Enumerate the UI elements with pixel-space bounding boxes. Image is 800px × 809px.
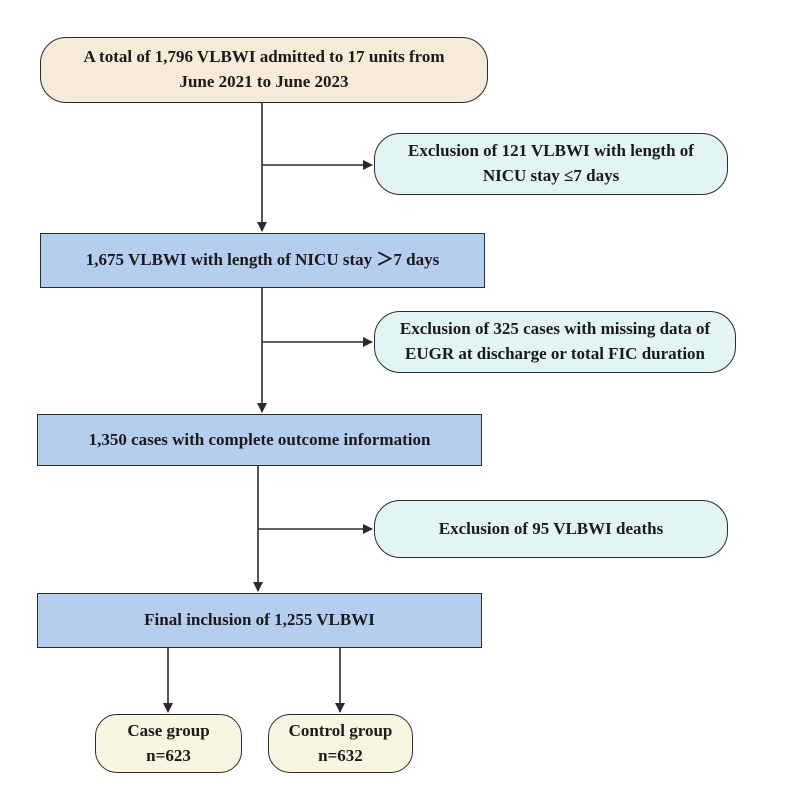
case-group-label: Case group bbox=[127, 720, 210, 740]
control-group-count: n=632 bbox=[318, 745, 363, 765]
exclusion-box-3: Exclusion of 95 VLBWI deaths bbox=[374, 500, 728, 558]
step-box-1-text: 1,675 VLBWI with length of NICU stay ＞7 … bbox=[85, 250, 440, 270]
step-box-1: 1,675 VLBWI with length of NICU stay ＞7 … bbox=[40, 233, 485, 288]
exclusion-box-2: Exclusion of 325 cases with missing data… bbox=[374, 311, 736, 373]
exclusion-box-1: Exclusion of 121 VLBWI with length of NI… bbox=[374, 133, 728, 195]
exclusion-box-1-line2: NICU stay ≤7 days bbox=[482, 166, 620, 185]
exclusion-box-3-text: Exclusion of 95 VLBWI deaths bbox=[438, 518, 664, 538]
exclusion-box-1-line1: Exclusion of 121 VLBWI with length of bbox=[408, 141, 694, 161]
case-group-count: n=623 bbox=[146, 745, 191, 765]
step-box-3: Final inclusion of 1,255 VLBWI bbox=[37, 593, 482, 648]
start-box-line1: A total of 1,796 VLBWI admitted to 17 un… bbox=[83, 47, 445, 67]
exclusion-box-2-line2: EUGR at discharge or total FIC duration bbox=[404, 344, 705, 363]
exclusion-box-2-line1: Exclusion of 325 cases with missing data… bbox=[399, 319, 711, 339]
control-group-box: Control group n=632 bbox=[268, 714, 413, 773]
start-box-line2: June 2021 to June 2023 bbox=[179, 72, 349, 91]
step-box-2-text: 1,350 cases with complete outcome inform… bbox=[88, 429, 431, 449]
control-group-label: Control group bbox=[288, 720, 393, 740]
start-box: A total of 1,796 VLBWI admitted to 17 un… bbox=[40, 37, 488, 103]
step-box-3-text: Final inclusion of 1,255 VLBWI bbox=[144, 610, 375, 630]
case-group-box: Case group n=623 bbox=[95, 714, 242, 773]
step-box-2: 1,350 cases with complete outcome inform… bbox=[37, 414, 482, 466]
